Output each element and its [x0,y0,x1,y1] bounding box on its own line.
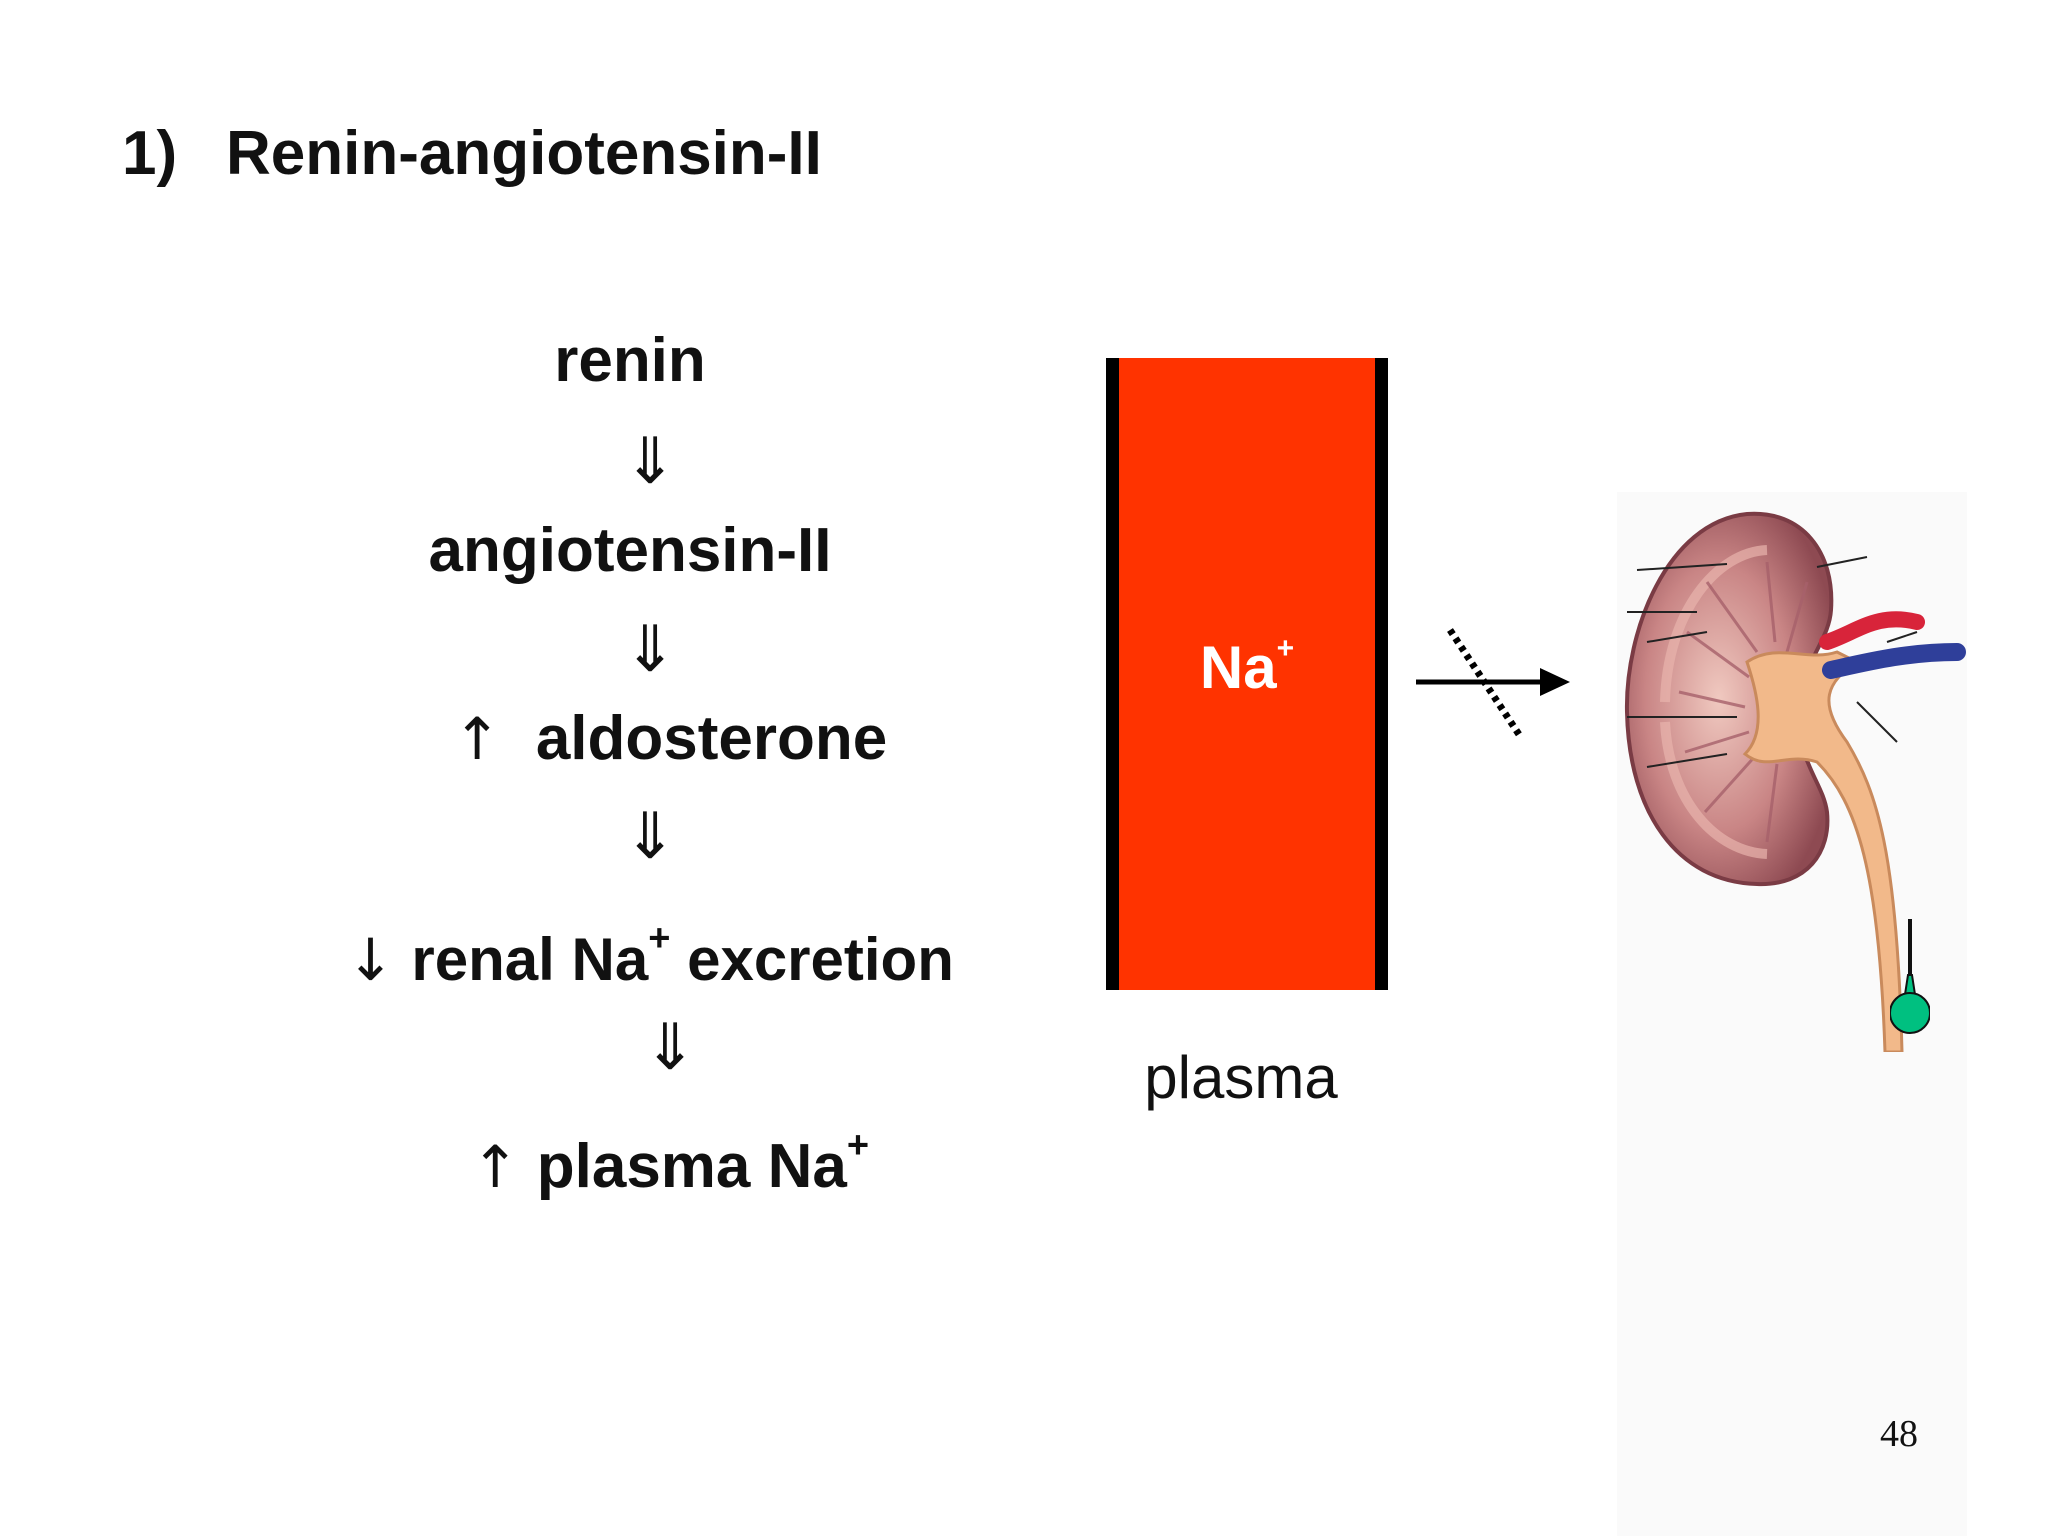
step-renin: renin [554,326,706,395]
slide-title: 1) Renin-angiotensin-II [122,118,822,189]
plasma-label: plasma [1144,1044,1338,1111]
step-renal-excretion: ↓ renal Na+ excretion [346,917,954,994]
down-arrow-icon: ⇓ [643,1011,697,1085]
pyramids [1678,561,1809,843]
step-plasma-na: ↑ plasma Na+ [470,1124,870,1201]
cascade-flow: renin ⇓ angiotensin-II ⇓ ↑ aldosterone ⇓… [250,300,1050,1240]
renal-artery [1819,611,1925,650]
urine-drop-icon [1890,919,1930,1034]
step-aldosterone: ↑ aldosterone [290,708,1050,770]
up-arrow-icon: ↑ [452,705,502,773]
renal-vein [1822,643,1966,679]
step-angiotensin: angiotensin-II [428,516,832,585]
aldosterone-text: aldosterone [535,704,888,773]
title-number: 1) [122,119,178,188]
blocked-flow-arrow-icon [1416,628,1570,738]
page-number: 48 [1880,1413,1918,1455]
plasma-compartment: Na+ [1106,358,1388,990]
kidney-cross-section-icon [1624,511,1966,1052]
sodium-label: Na+ [1199,632,1295,701]
flow-arrow-head [1540,668,1570,696]
down-arrow-icon: ⇓ [623,800,677,874]
title-text: Renin-angiotensin-II [226,119,822,188]
down-arrow-icon: ⇓ [623,613,677,687]
down-arrow-icon: ⇓ [623,425,677,499]
leader-lines [1627,556,1918,768]
up-arrow-icon: ↑ [470,1133,520,1201]
block-slash [1447,628,1523,738]
down-arrow-icon: ↓ [346,926,395,994]
